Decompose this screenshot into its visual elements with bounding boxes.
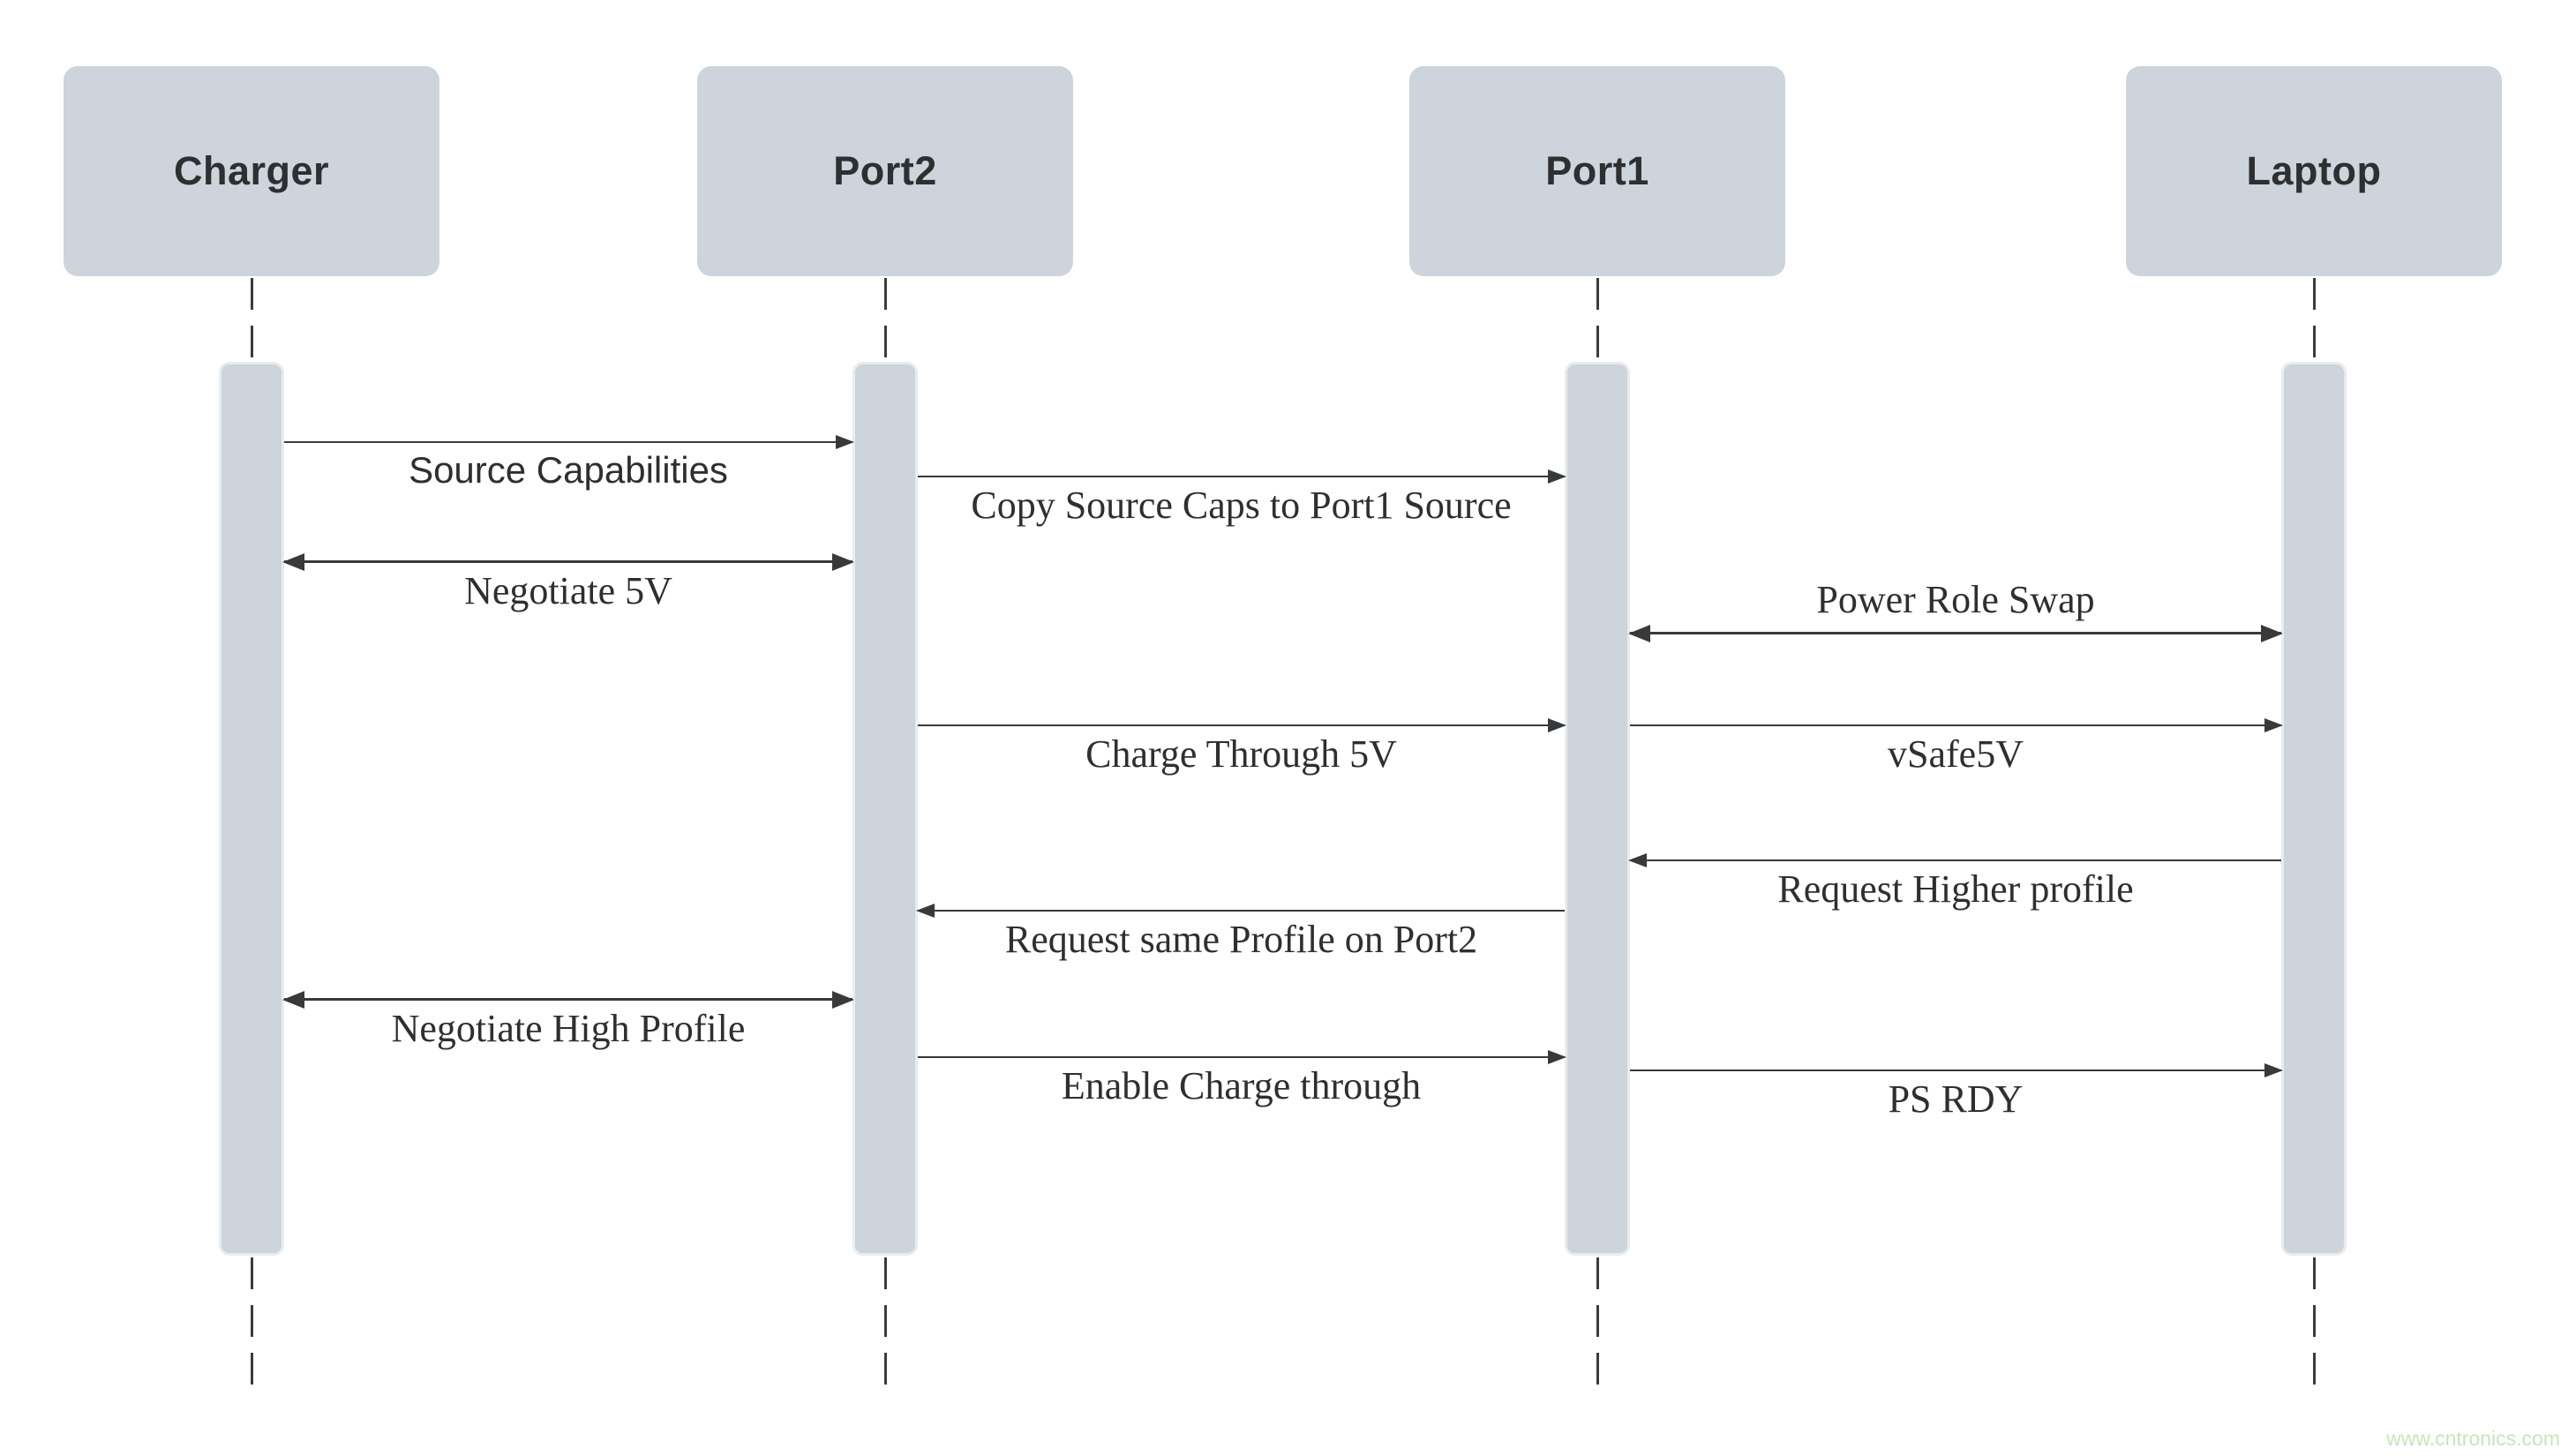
message-label: Copy Source Caps to Port1 Source — [971, 484, 1512, 527]
actor-box-port2: Port2 — [697, 66, 1073, 276]
actor-box-charger: Charger — [64, 66, 439, 276]
lifeline-laptop-bottom — [2313, 1257, 2316, 1390]
arrow-both-icon — [284, 560, 852, 563]
activation-bar-charger — [219, 362, 284, 1256]
message-label: Power Role Swap — [1816, 578, 2095, 621]
message-label: PS RDY — [1888, 1077, 2024, 1121]
lifeline-laptop-top — [2313, 278, 2316, 362]
arrow-right-icon — [1630, 1069, 2281, 1071]
message-label: Negotiate 5V — [464, 569, 672, 612]
actor-box-port1: Port1 — [1409, 66, 1785, 276]
arrow-both-icon — [1630, 632, 2281, 634]
message-label: Request Higher profile — [1777, 867, 2134, 911]
arrow-right-icon — [1630, 724, 2281, 726]
message-label: Charge Through 5V — [1085, 732, 1397, 776]
arrow-right-icon — [918, 724, 1565, 726]
arrow-right-icon — [284, 441, 852, 443]
lifeline-port1-top — [1596, 278, 1599, 362]
arrow-right-icon — [918, 1056, 1565, 1058]
activation-bar-laptop — [2281, 362, 2347, 1256]
lifeline-charger-bottom — [251, 1257, 253, 1390]
lifeline-port2-top — [884, 278, 887, 362]
message-label: Request same Profile on Port2 — [1004, 918, 1478, 961]
activation-bar-port2 — [852, 362, 918, 1256]
message-label: Negotiate High Profile — [391, 1007, 746, 1050]
lifeline-charger-top — [251, 278, 253, 362]
actor-box-laptop: Laptop — [2126, 66, 2502, 276]
lifeline-port1-bottom — [1596, 1257, 1599, 1390]
message-label: Enable Charge through — [1061, 1064, 1422, 1107]
lifeline-port2-bottom — [884, 1257, 887, 1390]
message-label: vSafe5V — [1888, 732, 2024, 776]
arrow-left-icon — [1630, 859, 2281, 861]
arrow-right-icon — [918, 476, 1565, 477]
arrow-left-icon — [918, 910, 1565, 912]
arrow-both-icon — [284, 998, 852, 1001]
message-label: Source Capabilities — [409, 449, 728, 491]
activation-bar-port1 — [1565, 362, 1630, 1256]
watermark: www.cntronics.com — [2386, 1427, 2560, 1450]
